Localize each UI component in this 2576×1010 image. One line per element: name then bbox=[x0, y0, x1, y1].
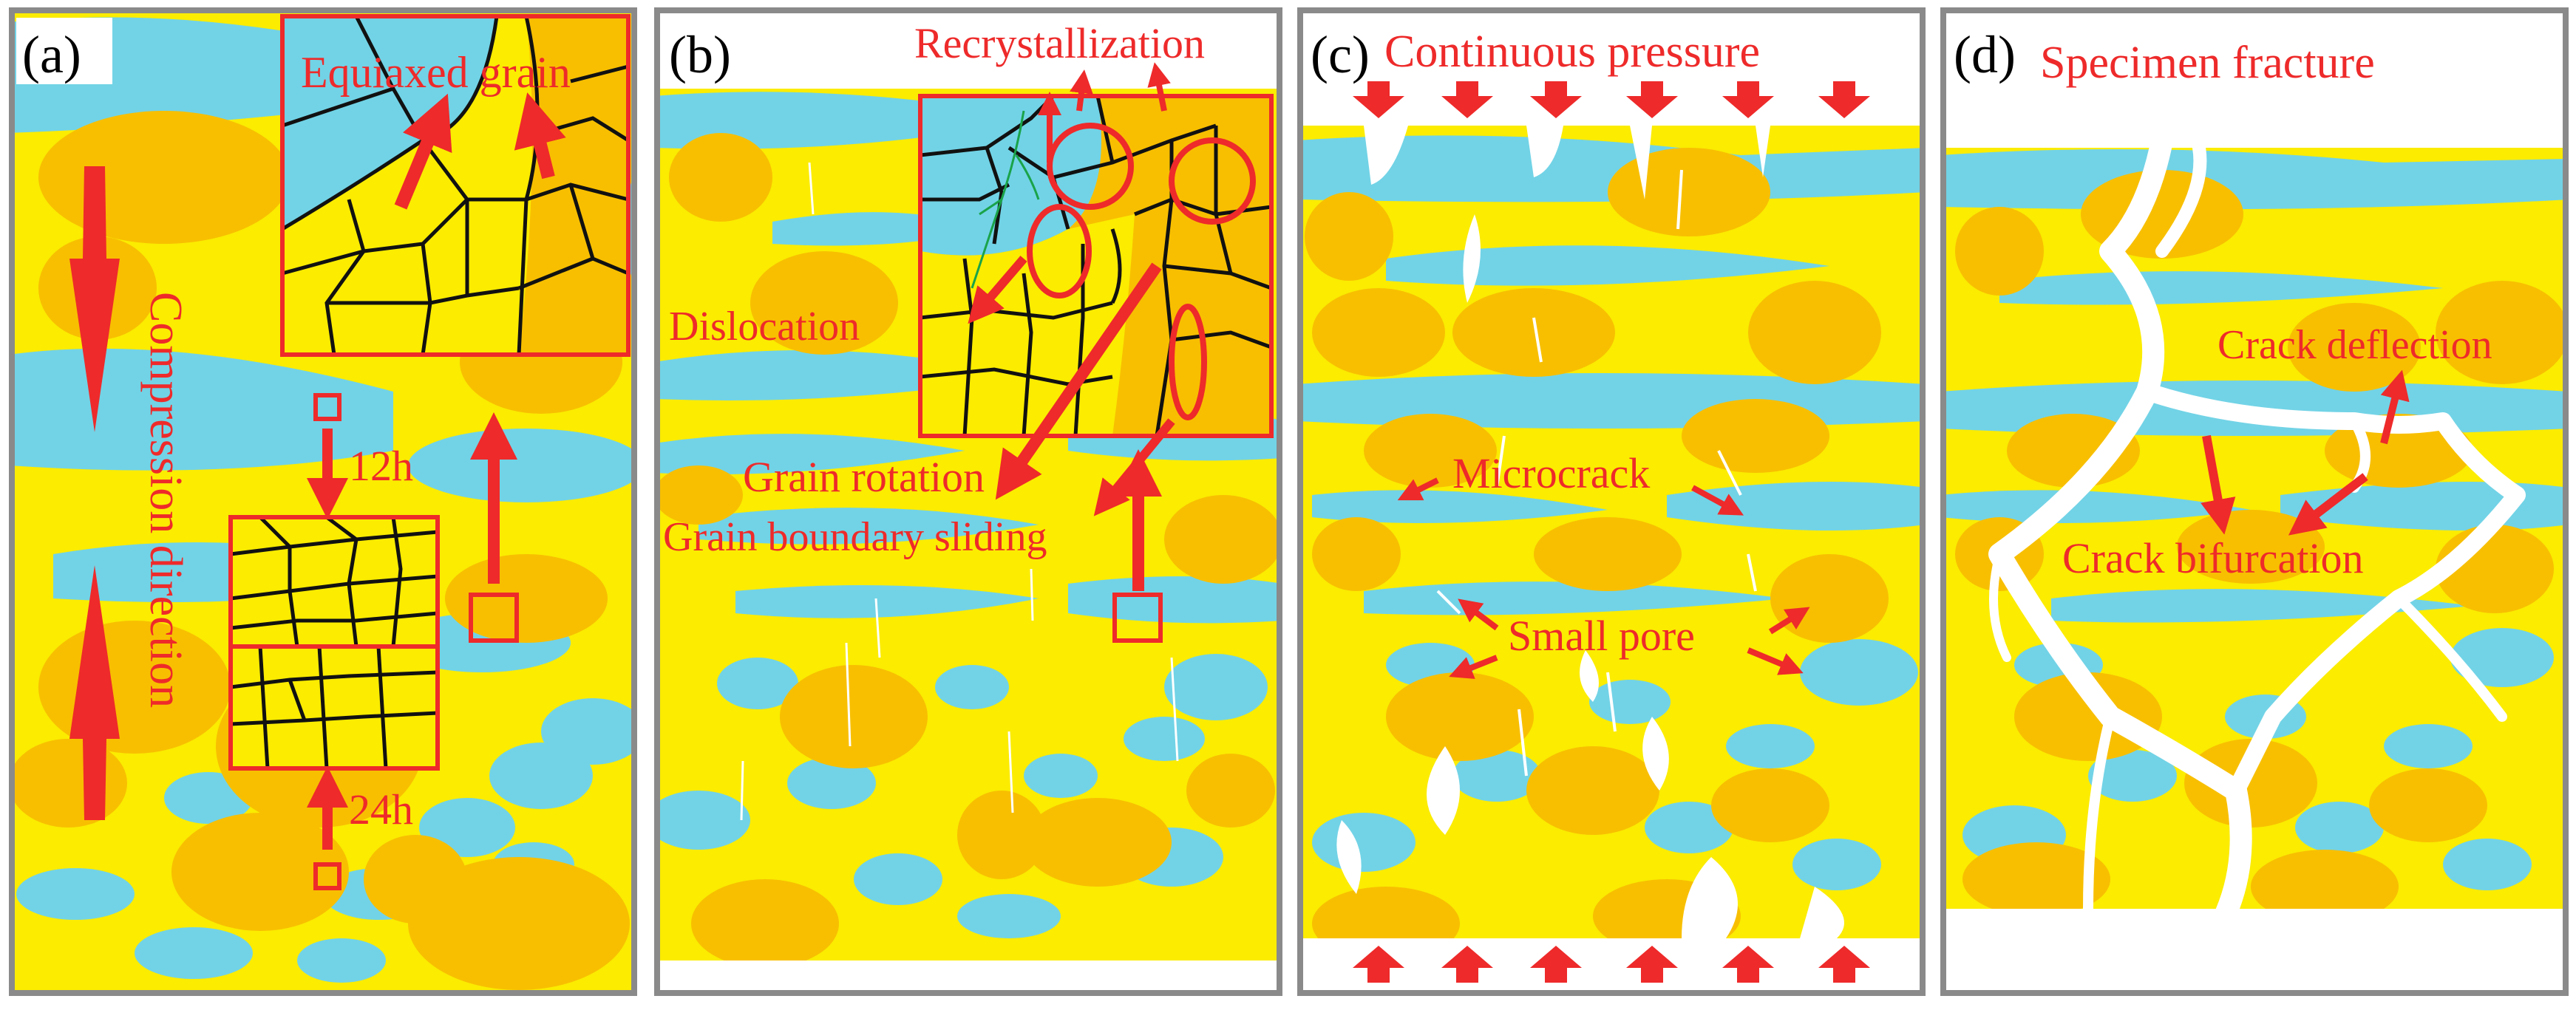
panel-tag: (d) bbox=[1954, 25, 2016, 84]
crack-deflection-label: Crack deflection bbox=[2218, 322, 2492, 368]
recrystallization-circles bbox=[1027, 123, 1256, 420]
orange-phase bbox=[1305, 148, 1889, 938]
panel-c: (c) Continuous pressure Microcrack Small… bbox=[1297, 7, 1926, 996]
bifurcation-arrow-2 bbox=[2288, 473, 2368, 536]
microcrack-arrow-left bbox=[1397, 477, 1439, 501]
panel-a: (a) Equiaxed grain 12h 24h Compression d… bbox=[9, 7, 637, 996]
grain-rotation-arrow bbox=[995, 262, 1162, 500]
deflection-arrow bbox=[2380, 369, 2410, 445]
bifurcation-arrow-1 bbox=[2201, 434, 2236, 535]
compression-direction-label: Compression direction bbox=[140, 292, 191, 708]
panel-d: (d) Specimen fracture Crack deflection C… bbox=[1940, 7, 2569, 996]
panel-tag: (c) bbox=[1311, 25, 1370, 84]
panel-tag: (b) bbox=[669, 25, 731, 84]
marker-square-2 bbox=[313, 862, 341, 890]
dislocation-label: Dislocation bbox=[669, 304, 860, 349]
grain-arrow-1 bbox=[394, 93, 452, 210]
microcrack-label: Microcrack bbox=[1452, 449, 1650, 497]
grain-boundary-sliding-label: Grain boundary sliding bbox=[663, 514, 1047, 560]
recryst-arrow-2 bbox=[1070, 69, 1093, 112]
crack-bifurcation-label: Crack bifurcation bbox=[2062, 534, 2363, 582]
cyan-phase bbox=[660, 92, 1277, 938]
grain-rotation-label: Grain rotation bbox=[743, 453, 985, 501]
orange-phase bbox=[1955, 170, 2563, 909]
continuous-pressure-label: Continuous pressure bbox=[1384, 27, 1760, 77]
recrystallization-label: Recrystallization bbox=[914, 19, 1205, 67]
recrystallization-inset bbox=[918, 94, 1274, 438]
compression-arrow-up bbox=[69, 565, 120, 820]
grain-inset-12h bbox=[228, 515, 440, 649]
pore-arrow-2 bbox=[1449, 655, 1498, 679]
pore-arrow-1 bbox=[1458, 598, 1499, 631]
pore-arrow-4 bbox=[1747, 647, 1804, 675]
microcrack-arrow-right bbox=[1691, 485, 1744, 516]
panel-tag-bg bbox=[16, 18, 112, 84]
main-crack bbox=[1988, 148, 2526, 909]
panel-b: (b) Recrystallization Dislocation Grain … bbox=[654, 7, 1282, 996]
marker-square bbox=[1112, 593, 1163, 643]
pressure-arrows-bottom bbox=[1353, 946, 1870, 983]
grain-arrow-2 bbox=[514, 92, 566, 180]
marker-square-1 bbox=[313, 393, 341, 421]
label-12h: 12h bbox=[349, 442, 413, 490]
small-pore-label: Small pore bbox=[1508, 612, 1695, 660]
dislocation-arrow bbox=[968, 256, 1027, 324]
recryst-arrow-3 bbox=[1147, 62, 1171, 112]
equiaxed-grain-label: Equiaxed grain bbox=[301, 48, 571, 97]
microcracks bbox=[1436, 169, 1757, 777]
pressure-arrows-top bbox=[1353, 81, 1870, 118]
fine-cracks bbox=[740, 162, 1179, 821]
label-24h: 24h bbox=[349, 785, 413, 833]
dislocation-lines bbox=[971, 110, 1040, 289]
panel-frame bbox=[9, 7, 637, 996]
panel-tag: (a) bbox=[22, 25, 81, 84]
grain-inset-24h bbox=[228, 644, 440, 771]
compression-arrow-down bbox=[69, 166, 120, 432]
marker-square-3 bbox=[469, 593, 519, 643]
pore-arrow-3 bbox=[1768, 607, 1810, 635]
specimen-fracture-label: Specimen fracture bbox=[2040, 38, 2375, 88]
pores bbox=[1336, 126, 1844, 938]
